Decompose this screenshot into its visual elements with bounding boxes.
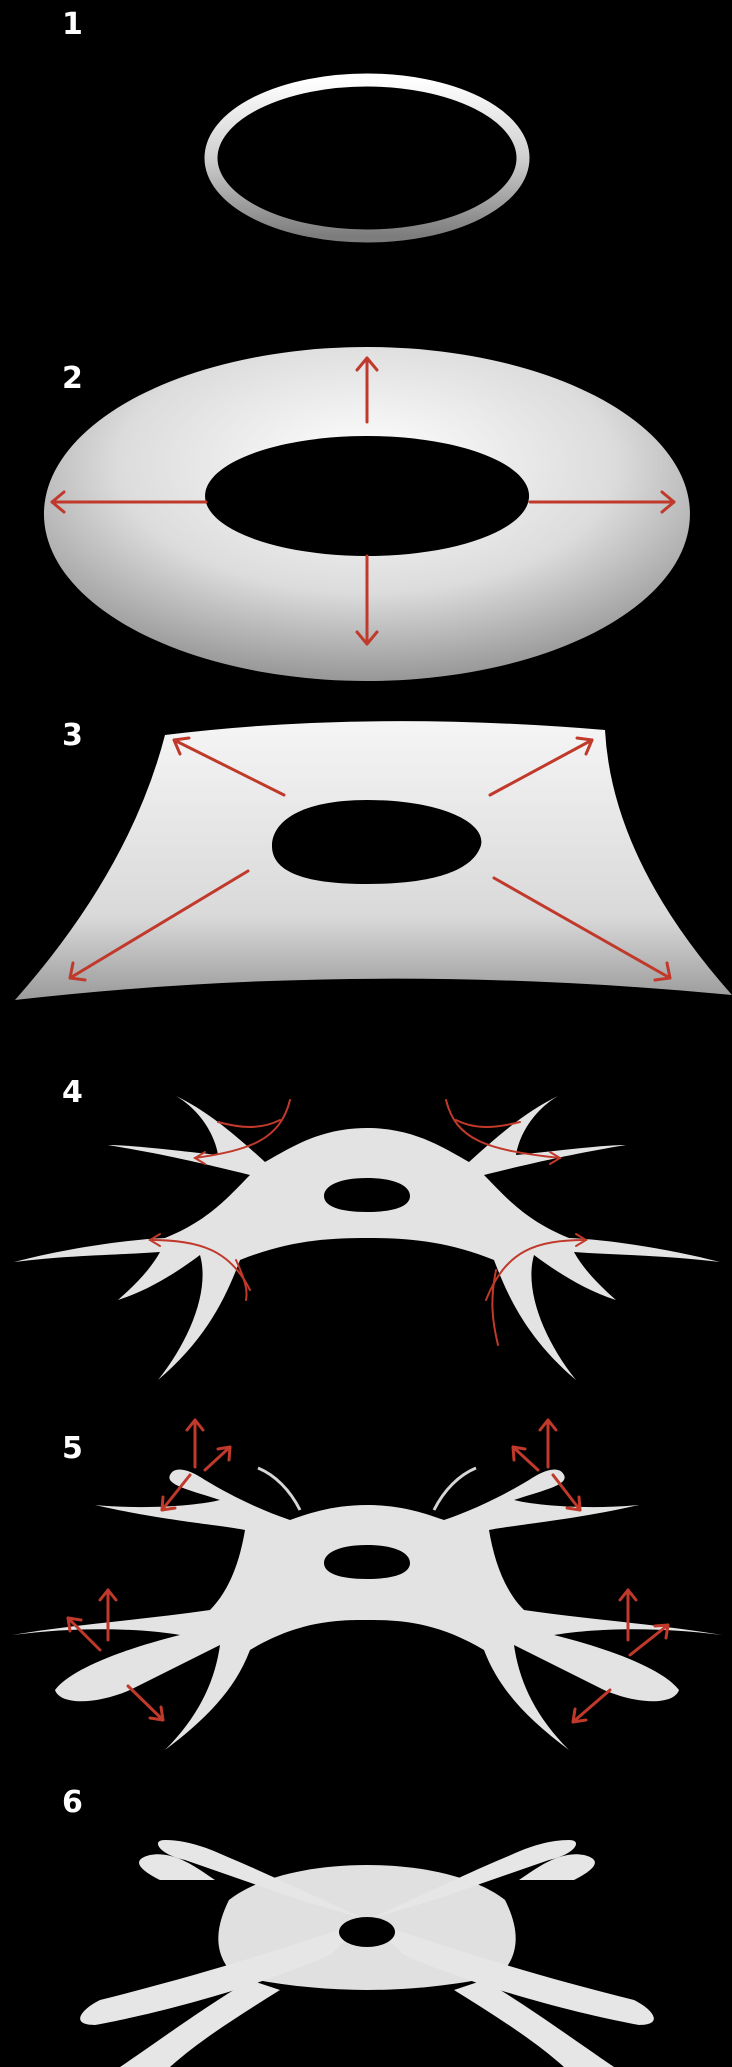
step-1-label: 1 bbox=[62, 7, 83, 42]
step-6: 6 bbox=[62, 1785, 654, 2067]
step-3: 3 bbox=[15, 718, 732, 1000]
step-4-label: 4 bbox=[62, 1075, 83, 1110]
branch-tip-left bbox=[258, 1468, 300, 1510]
step-1: 1 bbox=[62, 7, 523, 236]
thin-ring bbox=[211, 80, 523, 236]
step-4: 4 bbox=[14, 1075, 720, 1380]
step-5: 5 bbox=[12, 1420, 722, 1750]
step-6-label: 6 bbox=[62, 1785, 83, 1820]
step-5-label: 5 bbox=[62, 1431, 83, 1466]
step-2-label: 2 bbox=[62, 361, 83, 396]
bulbous-sheet bbox=[12, 1470, 722, 1750]
branching-sheet bbox=[14, 1096, 720, 1380]
step-2: 2 bbox=[44, 347, 690, 681]
branch-tip-right bbox=[434, 1468, 476, 1510]
step-3-label: 3 bbox=[62, 718, 83, 753]
stretched-sheet bbox=[15, 721, 732, 1000]
final-form-hole bbox=[339, 1917, 395, 1947]
